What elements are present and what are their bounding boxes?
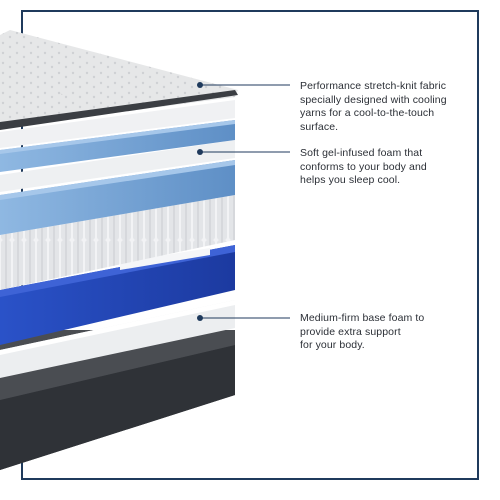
leader-line-gel-foam: [197, 149, 290, 155]
callout-line: yarns for a cool-to-the-touch: [300, 107, 435, 119]
callout-line: Soft gel-infused foam that: [300, 147, 423, 159]
svg-text:~: ~: [60, 91, 65, 97]
callout-stretch-knit-fabric: Performance stretch-knit fabric speciall…: [300, 80, 480, 134]
callout-gel-infused-foam: Soft gel-infused foam that conforms to y…: [300, 147, 480, 188]
callout-line: Medium-firm base foam to: [300, 312, 425, 324]
leader-line-fabric: [197, 82, 290, 88]
knit-fabric-cover: ~: [0, 30, 238, 130]
callout-line: Performance stretch-knit fabric: [300, 80, 447, 92]
callout-line: specially designed with cooling: [300, 93, 447, 106]
gel-foam-layer-upper: [0, 120, 235, 172]
leader-line-base-foam: [197, 315, 290, 321]
callout-base-foam: Medium-firm base foam to provide extra s…: [300, 312, 480, 353]
blue-support-frame: [0, 245, 235, 345]
top-comfort-foam: [0, 100, 235, 148]
callout-line: for your body.: [300, 339, 365, 351]
callout-line: provide extra support: [300, 325, 401, 338]
callout-line: helps you sleep cool.: [300, 174, 401, 186]
callout-line: surface.: [300, 120, 339, 133]
base-comfort-foam: [0, 300, 235, 378]
callout-line: conforms to your body and: [300, 160, 427, 173]
gel-foam-layer-lower: [0, 160, 235, 235]
thin-foam-layer: [0, 140, 235, 192]
